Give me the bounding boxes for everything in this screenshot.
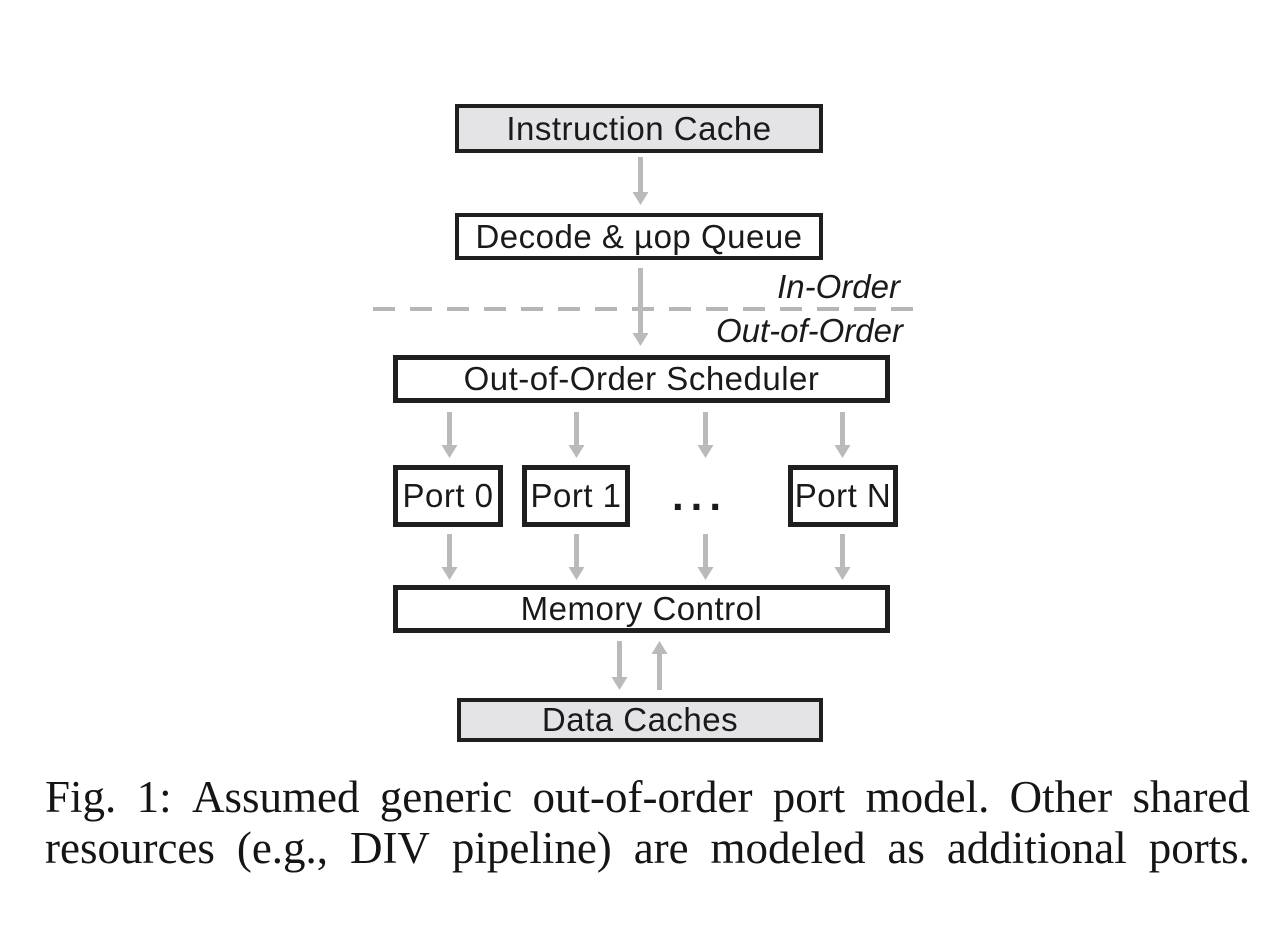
node-port-n: Port N [788, 465, 898, 527]
arrow-head [651, 641, 667, 654]
node-memory-control: Memory Control [393, 585, 890, 633]
region-label-out-of-order: Out-of-Order [715, 312, 903, 349]
arrow-stem [573, 412, 579, 447]
arrow-down-icon [568, 534, 585, 580]
arrow-stem [839, 412, 845, 447]
arrow-down-icon [834, 534, 851, 580]
arrow-head [697, 445, 713, 458]
arrow-head [632, 192, 648, 205]
ports-ellipsis: ... [671, 472, 728, 519]
arrow-down-icon [441, 412, 458, 458]
arrow-head [568, 567, 584, 580]
node-data-caches: Data Caches [457, 698, 823, 742]
arrow-down-icon [568, 412, 585, 458]
node-port-0: Port 0 [393, 465, 503, 527]
arrow-stem [839, 534, 845, 569]
arrow-stem [616, 641, 622, 679]
arrow-stem [656, 652, 662, 690]
arrow-down-icon [632, 268, 649, 346]
arrow-down-icon [611, 641, 628, 690]
region-label-in-order: In-Order [777, 268, 900, 305]
arrow-head [611, 677, 627, 690]
arrow-stem [637, 157, 643, 194]
arrow-stem [446, 412, 452, 447]
arrow-head [834, 445, 850, 458]
arrow-down-icon [697, 534, 714, 580]
arrow-head [632, 333, 648, 346]
node-instruction-cache: Instruction Cache [455, 104, 823, 153]
arrow-up-icon [651, 641, 668, 690]
arrow-head [834, 567, 850, 580]
arrow-stem [573, 534, 579, 569]
arrow-stem [702, 412, 708, 447]
arrow-head [441, 445, 457, 458]
node-decode-uop-queue: Decode & µop Queue [455, 213, 823, 260]
arrow-stem [446, 534, 452, 569]
arrow-head [568, 445, 584, 458]
arrow-down-icon [834, 412, 851, 458]
arrow-down-icon [441, 534, 458, 580]
arrow-down-icon [632, 157, 649, 205]
arrow-head [697, 567, 713, 580]
arrow-stem [702, 534, 708, 569]
arrow-down-icon [697, 412, 714, 458]
in-order-boundary-dashed-line [373, 307, 923, 311]
arrow-stem [637, 268, 643, 335]
arrow-head [441, 567, 457, 580]
node-port-1: Port 1 [522, 465, 630, 527]
node-out-of-order-scheduler: Out-of-Order Scheduler [393, 355, 890, 403]
